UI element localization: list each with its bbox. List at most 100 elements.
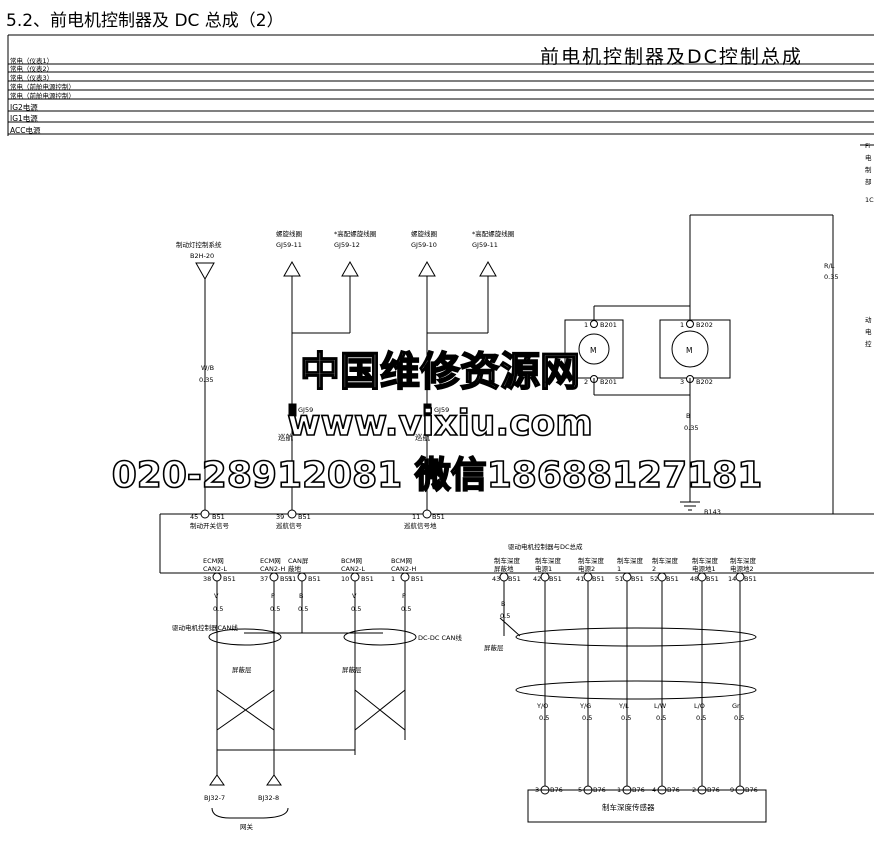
sensor-wire-color: Gr	[732, 702, 740, 710]
can-wire-color: P	[271, 592, 275, 600]
sensor-wire-size: 0.5	[734, 714, 744, 722]
sensor-pin-name: 制车深度	[730, 556, 757, 565]
sensor-pin-no: 43	[492, 575, 500, 583]
section-title: 5.2、前电机控制器及 DC 总成（2）	[6, 11, 284, 31]
coil-terminal-icon	[479, 260, 497, 277]
gateway-label: 网关	[240, 822, 254, 831]
bus-rail-label: 常电（前舱电源控制）	[10, 82, 75, 91]
ground-wire-color: B	[686, 412, 690, 420]
right-note-char: 电	[865, 327, 872, 336]
watermark: 中国维修资源网 www.vixiu.com 020-28912081 微信186…	[111, 348, 763, 497]
cruise-switch-right: GJ59 巡航	[415, 406, 449, 442]
can-pin-name-2: CAN2-H	[391, 565, 416, 573]
can-wire-color: V	[214, 592, 219, 600]
can-pin-name-2: CAN2-L	[203, 565, 227, 573]
brake-switch-pin: 45 B51 制动开关信号	[190, 513, 230, 530]
sensor-pin-no: 41	[576, 575, 584, 583]
watermark-line2: www.vixiu.com	[287, 403, 592, 444]
watermark-line1: 中国维修资源网	[300, 349, 580, 395]
coil-label: *高配螺旋线圈	[472, 229, 514, 238]
sensor-wire-color: Y/G	[579, 702, 591, 710]
gateway-pin-1: BJ32-7	[204, 794, 225, 802]
can-pin-name-2: 蔽地	[288, 564, 302, 573]
ground-code: B143	[704, 508, 721, 516]
sensor-pin-no: 51	[615, 575, 623, 583]
shield-label-right: 屏蔽层	[342, 665, 362, 674]
right-note-char: 制	[865, 165, 872, 174]
cruise-label-left: 巡航	[278, 432, 293, 442]
coil-label: 螺旋线圈	[276, 229, 302, 238]
right-note-char: 电	[865, 153, 872, 162]
sensor-pin-no: 42	[533, 575, 541, 583]
right-note-char: 动	[865, 316, 872, 324]
motor-top-code: B201	[600, 321, 617, 329]
sensor-wire-size: 0.5	[539, 714, 549, 722]
sensor-wire-color: Y/L	[618, 702, 629, 710]
bus-rail-label: ACC电源	[10, 125, 41, 135]
sensor-wire-color: B	[501, 600, 505, 608]
can-wire-color: P	[402, 592, 406, 600]
can-wire-size: 0.5	[213, 605, 223, 613]
cruise-pin-right-signal: 巡航信号地	[404, 521, 437, 530]
right-note-char: 部	[865, 177, 872, 186]
brake-switch-code: B51	[212, 513, 225, 521]
can-wire-size: 0.5	[270, 605, 280, 613]
right-note-char: 1C	[865, 196, 874, 204]
coil-code: GJ59-11	[472, 241, 498, 249]
can-harness-left-label: 驱动电机控制器CAN线	[172, 623, 238, 632]
can-pin-name-2: CAN2-H	[260, 565, 285, 573]
coil-label: 螺旋线圈	[411, 229, 437, 238]
sensor-pin-name-2: 屏蔽地	[494, 564, 514, 573]
motor-icon	[578, 333, 610, 365]
sensor-pin-code: B51	[508, 575, 521, 583]
sensor-pin-name: 制车深度	[652, 556, 679, 565]
motor-box	[659, 319, 731, 379]
brake-light-wire: W/B	[201, 364, 214, 372]
motor-bottom-code: B201	[600, 378, 617, 386]
can-pin-name-2: CAN2-L	[341, 565, 365, 573]
sensor-wire-size: 0.5	[696, 714, 706, 722]
can-pin-no: 10	[341, 575, 349, 583]
can-pin-code: B51	[280, 575, 293, 583]
sensor-shield-label: 屏蔽层	[484, 643, 504, 652]
coil-code: GJ59-12	[334, 241, 360, 249]
motor-top-code: B202	[696, 321, 713, 329]
can-pin-code: B51	[411, 575, 424, 583]
sensor-pin-code: B51	[666, 575, 679, 583]
sensor-pin-name-2: 电源地1	[692, 564, 716, 573]
sensor-pin-name-2: 2	[652, 565, 656, 573]
brake-switch-pin-no: 45	[190, 513, 198, 521]
can-pin-name: CAN屏	[288, 557, 309, 565]
controller-label: 驱动电机控制器与DC总成	[508, 542, 583, 551]
can-wire-size: 0.5	[401, 605, 411, 613]
brake-light-label: 制动灯控制系统	[176, 240, 222, 249]
ground-wire: B 0.35 B143	[684, 412, 721, 516]
bus-rail-label: 常电（仪表3）	[10, 73, 53, 82]
sensor-pin-code: B51	[706, 575, 719, 583]
coil-terminal-icon	[418, 260, 436, 277]
sensor-pin-name: 制车深度	[494, 556, 521, 565]
can-pin-code: B51	[223, 575, 236, 583]
cruise-pin-left-no: 39	[276, 513, 284, 521]
right-wire-size: 0.35	[824, 273, 838, 281]
cruise-pin-right-code: B51	[432, 513, 445, 521]
motor-top-pin: 1	[680, 321, 684, 329]
sensor-pin-name: 制车深度	[617, 556, 644, 565]
motor-bottom-pin: 2	[584, 378, 588, 386]
brake-light-size: 0.35	[199, 376, 213, 384]
sensor-pin-name-2: 电源地2	[730, 564, 754, 573]
sensor-pin-code: B51	[631, 575, 644, 583]
sensor-wire-color: L/W	[654, 702, 667, 710]
cruise-pin-left-code: B51	[298, 513, 311, 521]
coil-code: GJ59-11	[276, 241, 302, 249]
brake-light-code: B2H-20	[190, 252, 214, 260]
coil-code: GJ59-10	[411, 241, 437, 249]
coil-terminal-icon	[341, 260, 359, 277]
can-pin-code: B51	[308, 575, 321, 583]
coil-sources: 螺旋线圈GJ59-11*高配螺旋线圈GJ59-12螺旋线圈GJ59-10*高配螺…	[276, 229, 514, 277]
can-pin-name: BCM网	[341, 557, 362, 565]
motor-icon	[671, 330, 709, 368]
gateway-pin-2: BJ32-8	[258, 794, 279, 802]
